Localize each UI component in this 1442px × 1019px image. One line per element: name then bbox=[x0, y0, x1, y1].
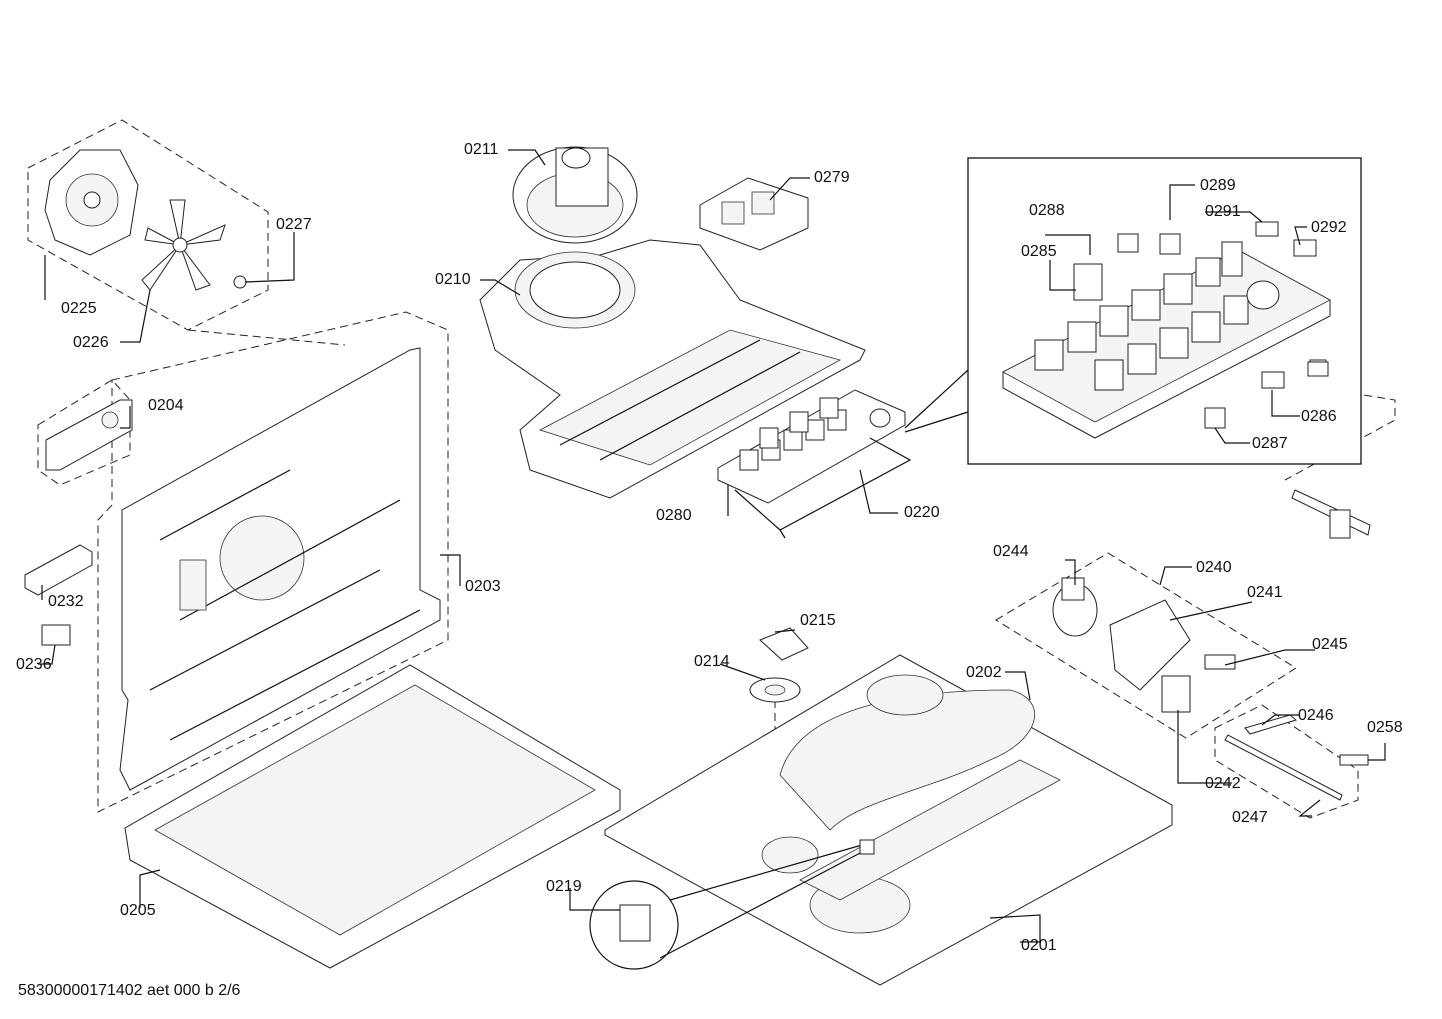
socket-cover bbox=[759, 627, 809, 661]
detail-callout-lines bbox=[904, 369, 969, 433]
label-0287: 0287 bbox=[1252, 435, 1288, 452]
label-0247: 0247 bbox=[1232, 809, 1268, 826]
label-0225: 0225 bbox=[61, 300, 97, 317]
fan-leader-dash bbox=[187, 329, 346, 346]
terminal-holder bbox=[699, 177, 809, 251]
label-0215: 0215 bbox=[800, 612, 836, 629]
label-0219: 0219 bbox=[546, 878, 582, 895]
label-0204: 0204 bbox=[148, 397, 184, 414]
control-module-board-detail bbox=[1002, 221, 1331, 439]
label-0285: 0285 bbox=[1021, 243, 1057, 260]
label-0242: 0242 bbox=[1205, 775, 1241, 792]
door-contact-switch bbox=[1291, 361, 1371, 539]
label-0244: 0244 bbox=[993, 543, 1029, 560]
label-0292: 0292 bbox=[1311, 219, 1347, 236]
power-board bbox=[717, 389, 912, 539]
label-0288: 0288 bbox=[1029, 202, 1065, 219]
label-0236: 0236 bbox=[16, 656, 52, 673]
fan-motor-group-outline bbox=[27, 119, 269, 331]
label-0201: 0201 bbox=[1021, 937, 1057, 954]
label-0246: 0246 bbox=[1298, 707, 1334, 724]
label-0211: 0211 bbox=[464, 141, 499, 158]
thermal-sensor bbox=[619, 904, 651, 942]
fan-blade bbox=[141, 199, 226, 291]
fan-housing-frame bbox=[479, 239, 866, 499]
label-0291: 0291 bbox=[1205, 203, 1241, 220]
leader-lines bbox=[38, 149, 1386, 943]
label-0210: 0210 bbox=[435, 271, 471, 288]
module-leader-dash bbox=[1284, 384, 1396, 481]
fan-motor-rear bbox=[44, 149, 139, 256]
label-0280: 0280 bbox=[656, 507, 692, 524]
label-0286: 0286 bbox=[1301, 408, 1337, 425]
thermal-sensor-small bbox=[859, 839, 875, 855]
connector-clip bbox=[41, 624, 71, 646]
lock-motor bbox=[1052, 577, 1236, 713]
label-0214: 0214 bbox=[694, 653, 730, 670]
base-tray bbox=[604, 654, 1173, 986]
hinge-bracket bbox=[45, 399, 133, 471]
rear-panel bbox=[119, 347, 441, 791]
label-0227: 0227 bbox=[276, 216, 312, 233]
label-0245: 0245 bbox=[1312, 636, 1348, 653]
label-0279: 0279 bbox=[814, 169, 850, 186]
document-id: 58300000171402 aet 000 b 2/6 bbox=[18, 982, 241, 999]
fan-nut bbox=[233, 275, 247, 289]
label-0226: 0226 bbox=[73, 334, 109, 351]
label-0240: 0240 bbox=[1196, 559, 1232, 576]
rear-panel-group-outline bbox=[97, 311, 449, 813]
label-0205: 0205 bbox=[120, 902, 156, 919]
terminal-block bbox=[24, 544, 93, 596]
label-0220: 0220 bbox=[904, 504, 940, 521]
label-0241: 0241 bbox=[1247, 584, 1283, 601]
sensor-group-outline bbox=[1214, 704, 1359, 819]
label-0232: 0232 bbox=[48, 593, 84, 610]
label-0258: 0258 bbox=[1367, 719, 1403, 736]
bottom-panel bbox=[124, 664, 621, 969]
probe-socket bbox=[749, 677, 801, 703]
label-0203: 0203 bbox=[465, 578, 501, 595]
label-0202: 0202 bbox=[966, 664, 1002, 681]
temperature-sensors bbox=[1224, 714, 1369, 801]
convection-fan-motor bbox=[512, 146, 638, 244]
sensor-detail-callout bbox=[659, 844, 863, 959]
label-0289: 0289 bbox=[1200, 177, 1236, 194]
